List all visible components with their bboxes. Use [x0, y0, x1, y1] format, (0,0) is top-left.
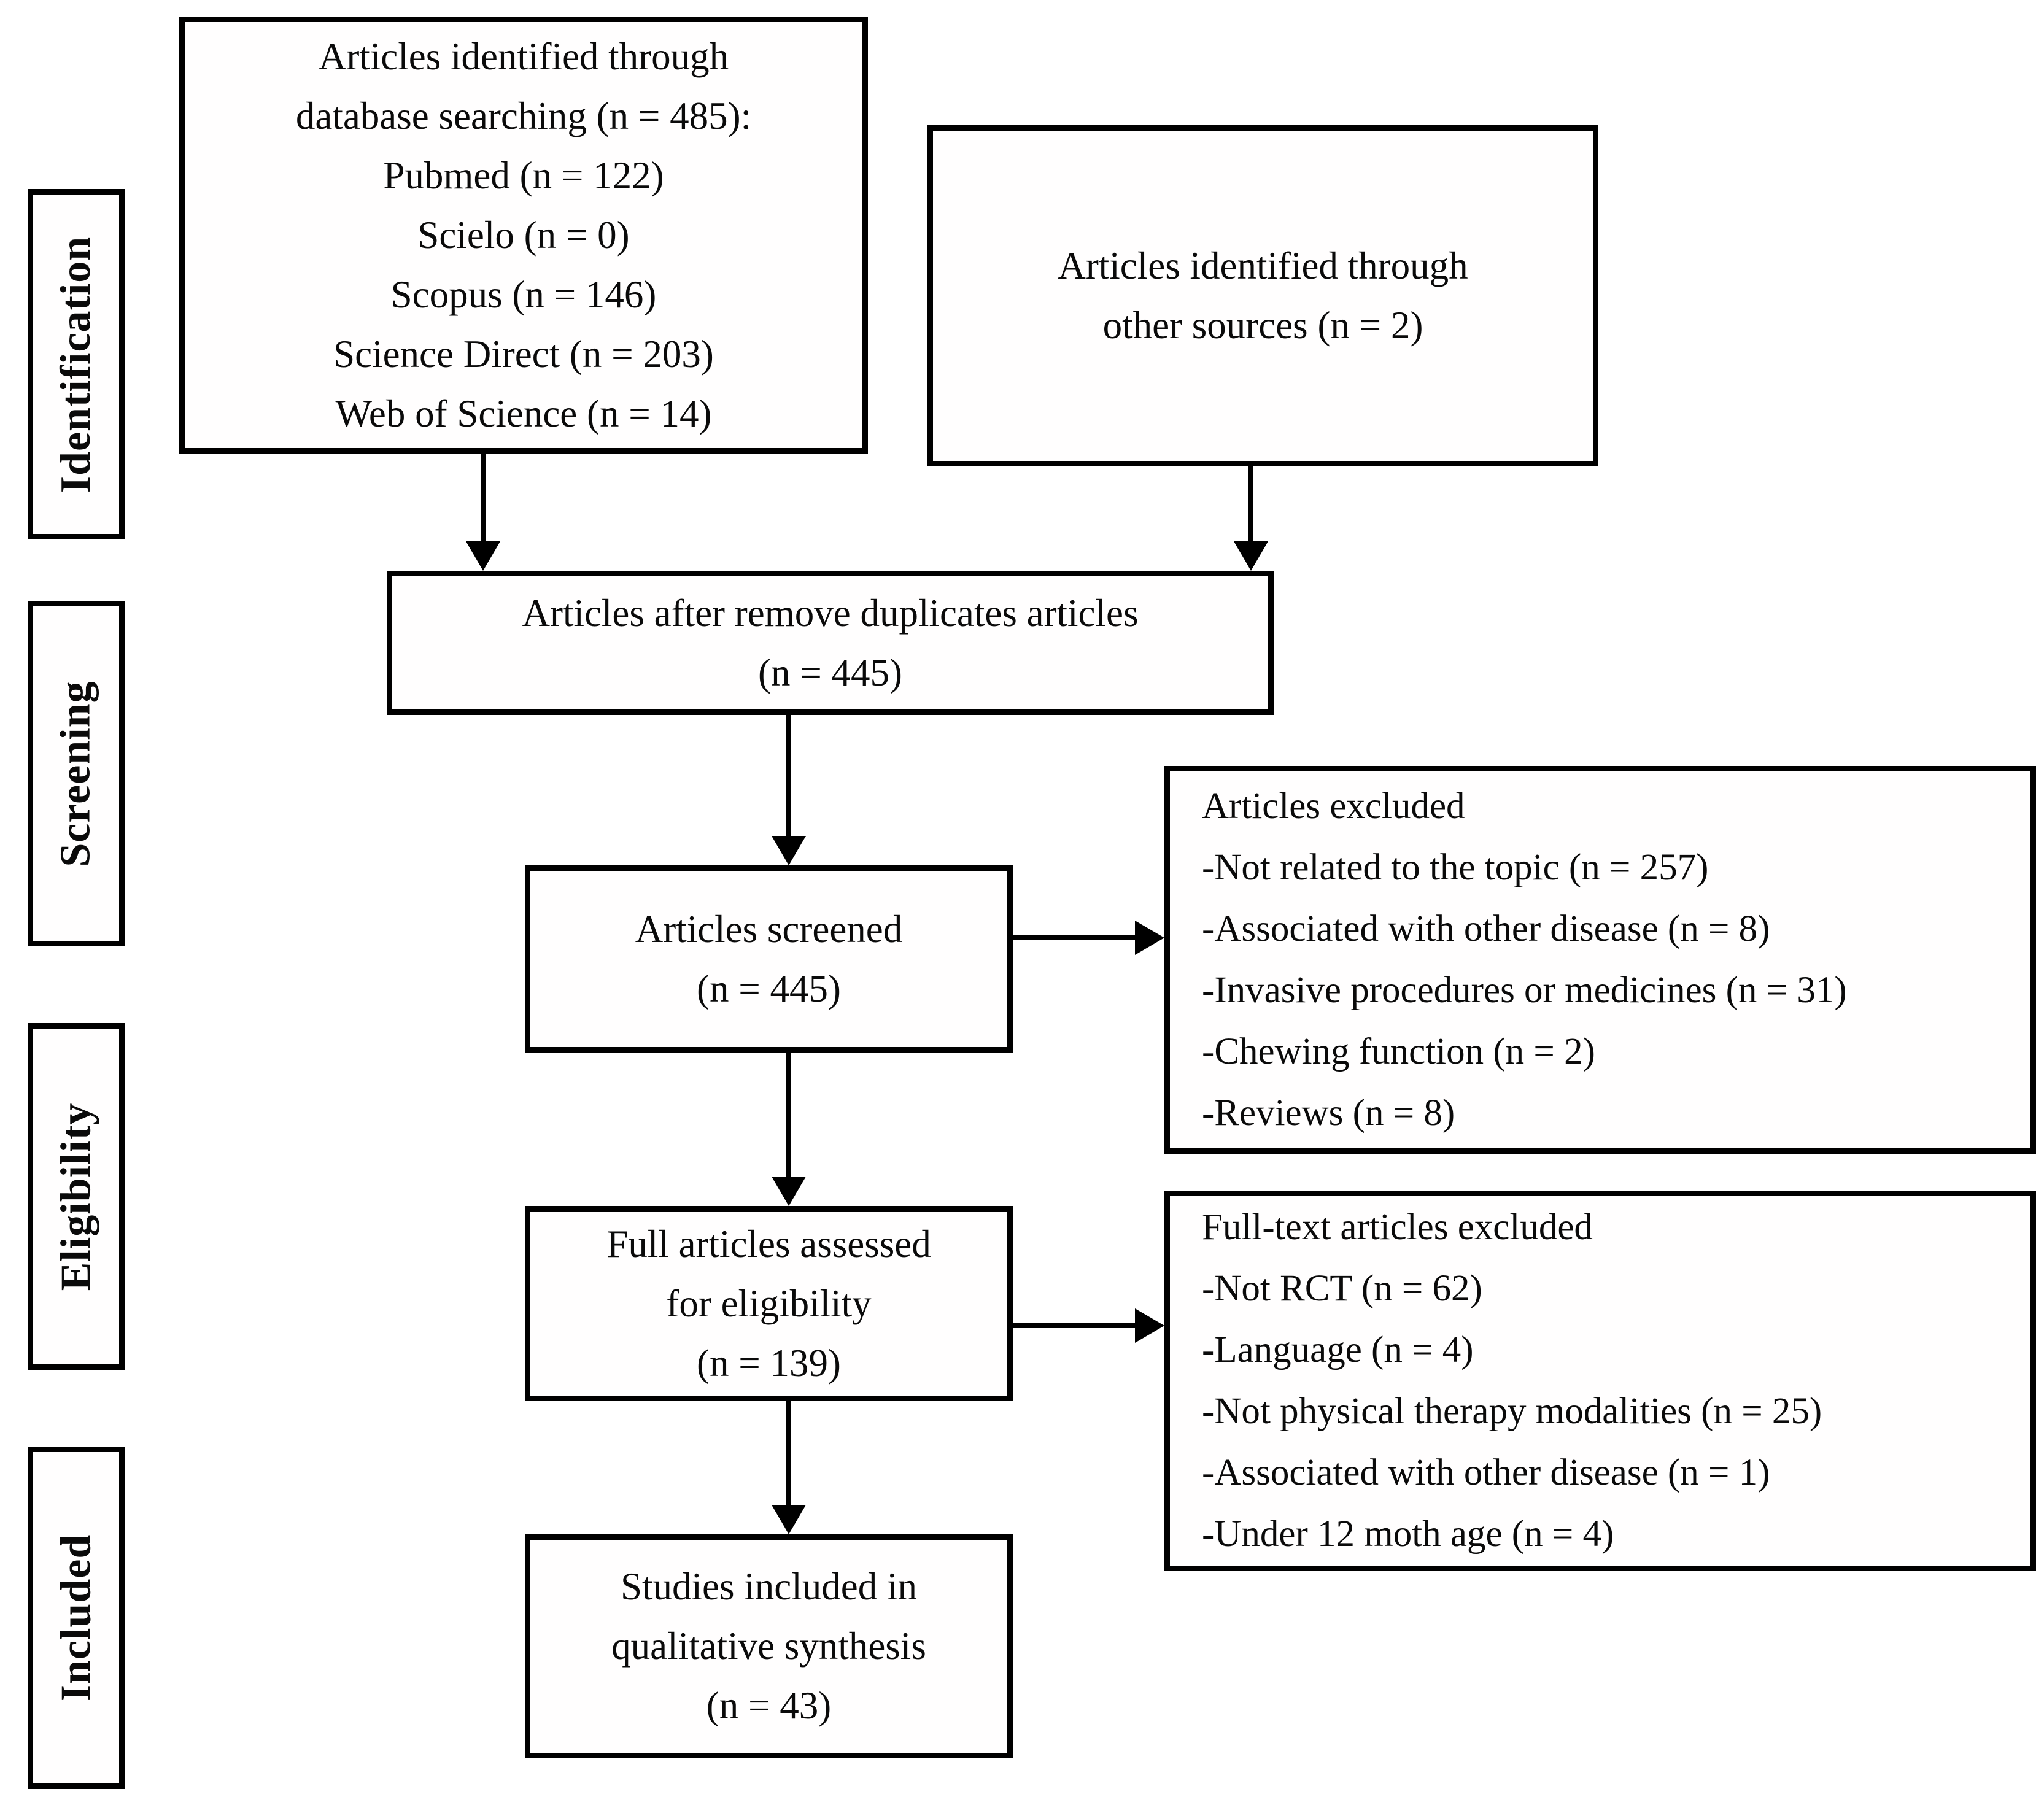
- text-line: Studies included in: [621, 1565, 917, 1608]
- excluded-item: -Invasive procedures or medicines (n = 3…: [1202, 970, 1847, 1011]
- arrowhead-right-icon: [1135, 921, 1164, 955]
- excluded-item: -Not related to the topic (n = 257): [1202, 847, 1709, 888]
- stage-label-text: Included: [52, 1534, 99, 1702]
- text-line: (n = 445): [697, 967, 841, 1010]
- stage-label-identification: Identification: [28, 189, 125, 539]
- text-line: Full articles assessed: [606, 1222, 931, 1266]
- arrow-line: [1248, 466, 1253, 543]
- stage-label-screening: Screening: [28, 601, 125, 946]
- box-studies-included: Studies included in qualitative synthesi…: [525, 1534, 1013, 1758]
- excluded-item: -Not physical therapy modalities (n = 25…: [1202, 1391, 1822, 1432]
- arrowhead-down-icon: [772, 1177, 806, 1206]
- text-line: Scopus (n = 146): [390, 272, 657, 316]
- excluded-item: -Not RCT (n = 62): [1202, 1268, 1482, 1309]
- text-line: Articles identified through: [318, 34, 729, 78]
- box-articles-screened: Articles screened (n = 445): [525, 865, 1013, 1053]
- text-line: Articles identified through: [1058, 244, 1468, 287]
- arrowhead-down-icon: [772, 836, 806, 865]
- arrow-line: [786, 1053, 791, 1178]
- text-line: (n = 445): [758, 651, 902, 694]
- text-line: Pubmed (n = 122): [383, 153, 664, 197]
- arrow-line: [1013, 1323, 1136, 1328]
- stage-label-text: Identification: [52, 236, 100, 493]
- text-line: Articles after remove duplicates article…: [522, 591, 1139, 635]
- text-line: qualitative synthesis: [611, 1625, 926, 1668]
- excluded-item: -Language (n = 4): [1202, 1329, 1474, 1370]
- box-full-text-assessed: Full articles assessed for eligibility (…: [525, 1206, 1013, 1401]
- arrowhead-down-icon: [466, 541, 500, 571]
- text-line: other sources (n = 2): [1102, 304, 1423, 347]
- text-line: Web of Science (n = 14): [335, 392, 712, 435]
- arrowhead-right-icon: [1135, 1308, 1164, 1343]
- excluded-item: -Reviews (n = 8): [1202, 1092, 1455, 1134]
- text-line: (n = 43): [706, 1684, 832, 1727]
- box-identified-other-sources: Articles identified through other source…: [927, 125, 1598, 466]
- arrow-line: [481, 454, 486, 543]
- box-after-duplicates: Articles after remove duplicates article…: [387, 571, 1274, 715]
- stage-label-included: Included: [28, 1447, 125, 1789]
- arrow-line: [786, 1401, 791, 1506]
- excluded-title: Full-text articles excluded: [1202, 1207, 1593, 1248]
- box-full-text-excluded: Full-text articles excluded -Not RCT (n …: [1164, 1191, 2036, 1571]
- stage-label-text: Eligibility: [52, 1102, 99, 1291]
- excluded-item: -Associated with other disease (n = 8): [1202, 908, 1770, 949]
- excluded-item: -Chewing function (n = 2): [1202, 1031, 1595, 1072]
- excluded-title: Articles excluded: [1202, 786, 1465, 827]
- arrow-line: [1013, 935, 1136, 940]
- box-articles-excluded: Articles excluded -Not related to the to…: [1164, 766, 2036, 1154]
- text-line: Science Direct (n = 203): [333, 332, 714, 376]
- arrow-line: [786, 715, 791, 837]
- excluded-item: -Under 12 moth age (n = 4): [1202, 1513, 1614, 1555]
- excluded-item: -Associated with other disease (n = 1): [1202, 1452, 1770, 1493]
- text-line: Articles screened: [635, 907, 903, 951]
- box-identified-database: Articles identified through database sea…: [179, 17, 868, 454]
- arrowhead-down-icon: [772, 1505, 806, 1534]
- arrowhead-down-icon: [1234, 541, 1268, 571]
- text-line: for eligibility: [666, 1281, 872, 1325]
- stage-label-eligibility: Eligibility: [28, 1023, 125, 1370]
- text-line: database searching (n = 485):: [295, 94, 752, 137]
- text-line: Scielo (n = 0): [417, 213, 630, 257]
- stage-label-text: Screening: [52, 680, 100, 867]
- text-line: (n = 139): [697, 1341, 841, 1385]
